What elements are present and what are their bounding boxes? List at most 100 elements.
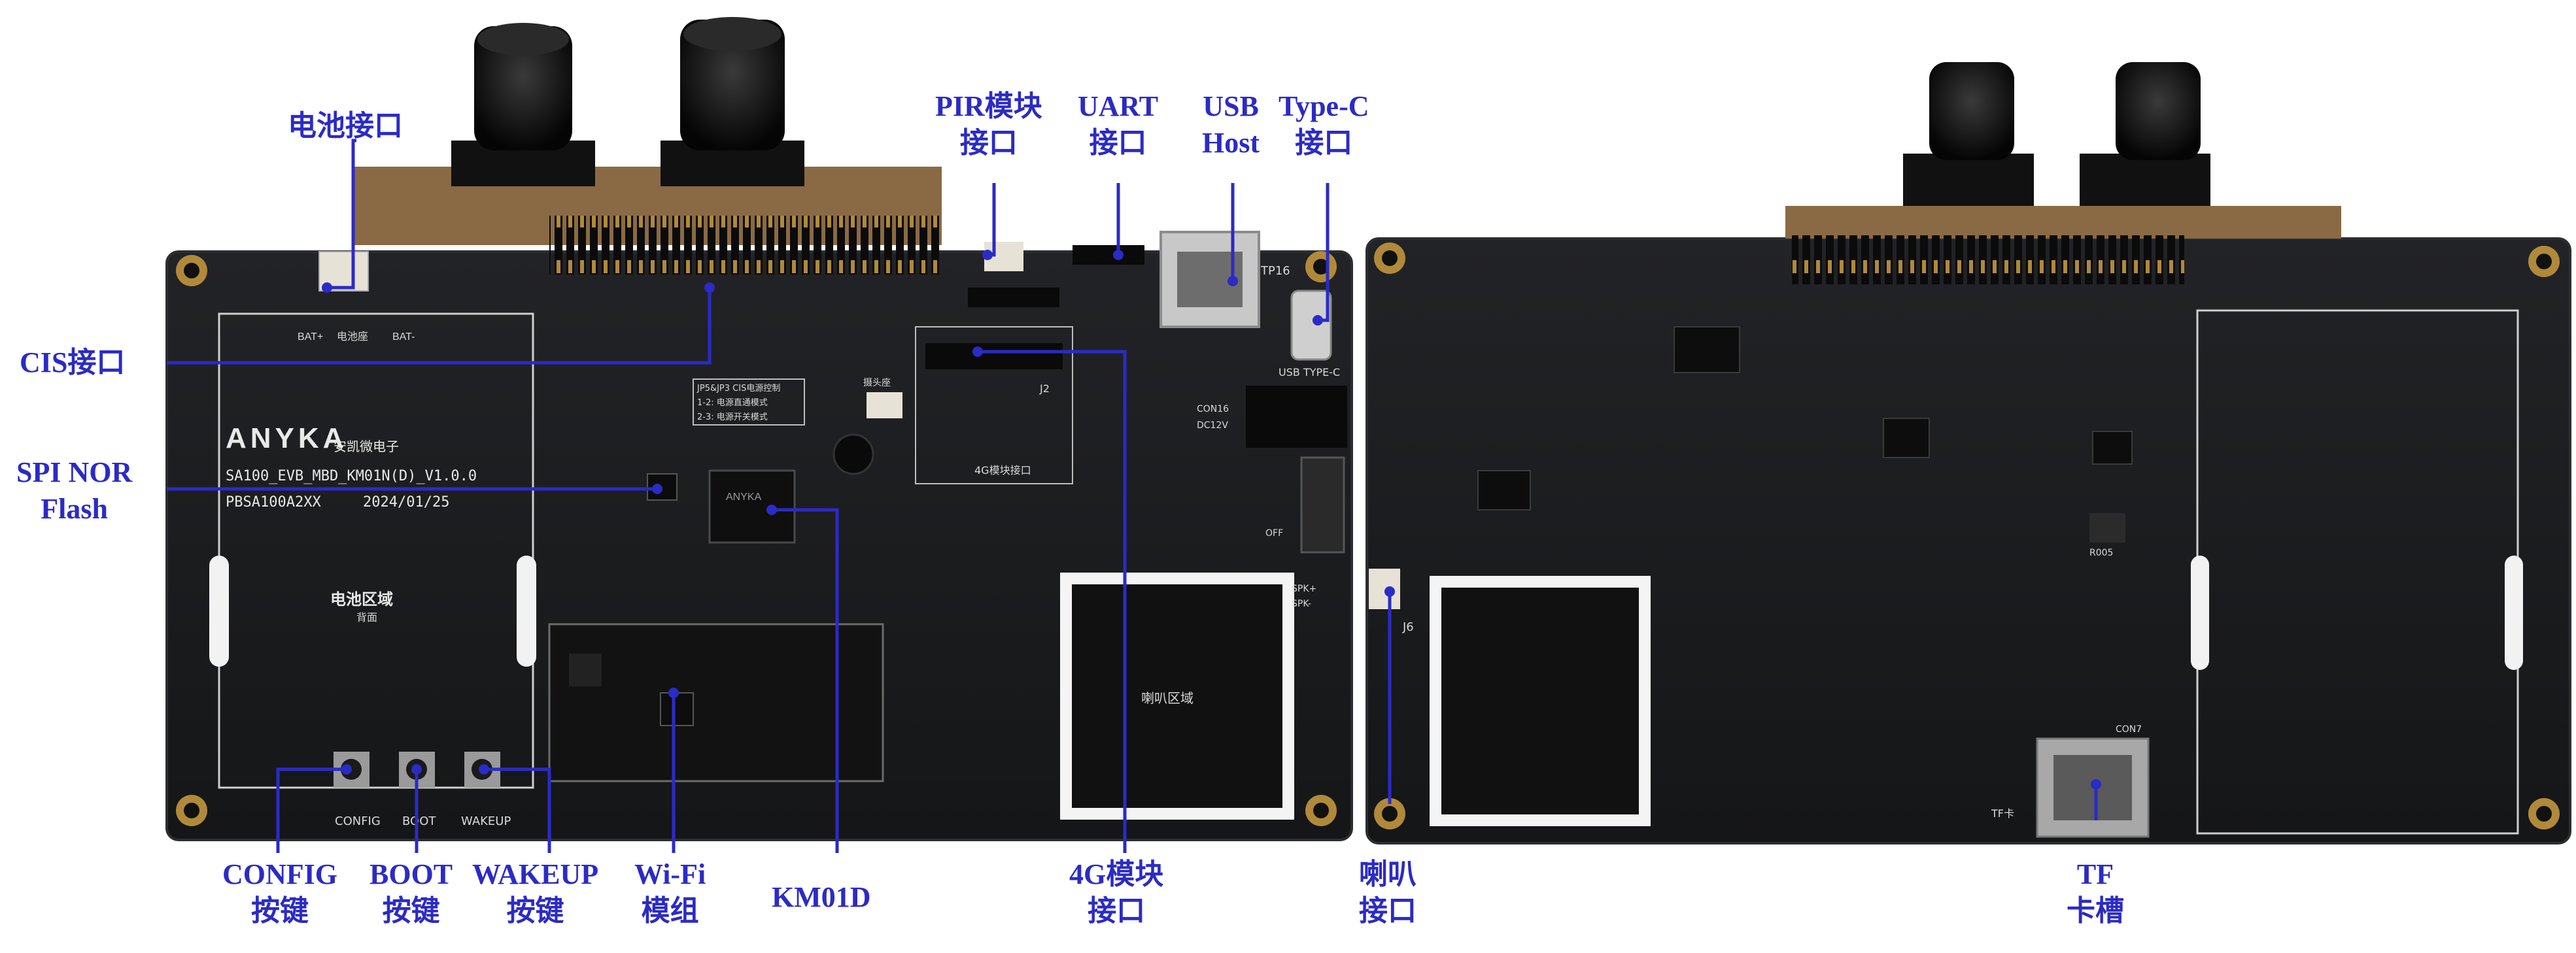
label-speaker: 喇叭 接口 bbox=[1359, 856, 1417, 929]
label-spi: SPI NOR Flash bbox=[16, 454, 132, 527]
label-typec-line2: 接口 bbox=[1295, 127, 1353, 159]
back-ic-1 bbox=[1674, 326, 1740, 373]
label-uart-line2: 接口 bbox=[1089, 127, 1147, 159]
label-typec-line1: Type-C bbox=[1279, 90, 1369, 122]
back-ic-4 bbox=[2092, 431, 2133, 465]
back-ic-2 bbox=[1477, 470, 1531, 510]
back-lens-holder-left bbox=[1903, 154, 2034, 206]
label-usb: USB Host bbox=[1202, 88, 1260, 161]
off-silk: OFF bbox=[1265, 528, 1283, 539]
r005-resistor-1 bbox=[2089, 513, 2125, 543]
label-pir-line2: 接口 bbox=[959, 127, 1018, 159]
label-tf-line2: 卡槽 bbox=[2067, 895, 2124, 927]
label-km01d-text: KM01D bbox=[772, 881, 871, 913]
label-4g: 4G模块 接口 bbox=[1069, 856, 1163, 929]
label-battery: 电池接口 bbox=[288, 108, 403, 144]
label-pir-line1: PIR模块 bbox=[935, 90, 1042, 122]
label-boot-line2: 按键 bbox=[382, 895, 440, 927]
dc-jack bbox=[1246, 386, 1347, 448]
label-cis-text: CIS接口 bbox=[20, 346, 126, 378]
power-switch bbox=[1300, 456, 1345, 554]
label-usb-line2: Host bbox=[1202, 127, 1260, 159]
back-cis-pins bbox=[1792, 235, 2184, 284]
label-uart-line1: UART bbox=[1078, 90, 1159, 122]
speaker-area-silk: 喇叭区域 bbox=[1141, 690, 1194, 706]
left-slot bbox=[209, 556, 229, 667]
km01d-chip-mark: ANYKA bbox=[726, 492, 762, 503]
buzzer bbox=[833, 433, 874, 475]
line-battery bbox=[327, 139, 356, 290]
label-config: CONFIG 按键 bbox=[222, 856, 337, 929]
label-boot: BOOT 按键 bbox=[369, 856, 453, 929]
label-spi-line2: Flash bbox=[41, 493, 108, 525]
wakeup-silk: WAKEUP bbox=[461, 814, 511, 828]
j2-box bbox=[915, 326, 1073, 484]
label-config-line2: 按键 bbox=[251, 895, 309, 927]
label-wakeup-line1: WAKEUP bbox=[472, 858, 599, 890]
bat-cn-silk: 电池座 bbox=[337, 331, 368, 343]
back-ic-3 bbox=[1883, 418, 1930, 458]
label-pir: PIR模块 接口 bbox=[935, 88, 1042, 161]
label-speaker-line2: 接口 bbox=[1359, 895, 1417, 927]
line-km01d bbox=[772, 508, 839, 853]
bat-plus-silk: BAT+ bbox=[298, 331, 323, 343]
cam-socket bbox=[867, 392, 902, 418]
con16-silk: CON16 bbox=[1197, 404, 1229, 414]
label-wifi: Wi-Fi 模组 bbox=[634, 856, 706, 929]
back-lens-holder-right bbox=[2080, 154, 2210, 206]
spk-minus-silk: SPK- bbox=[1292, 599, 1311, 609]
dc12v-silk: DC12V bbox=[1197, 420, 1228, 431]
front-board-outline bbox=[218, 312, 534, 789]
camera-module bbox=[353, 17, 942, 275]
cam-socket-silk: 摄头座 bbox=[863, 378, 891, 388]
label-km01d: KM01D bbox=[772, 879, 871, 916]
lens-right bbox=[680, 20, 785, 150]
label-4g-line2: 接口 bbox=[1088, 895, 1146, 927]
back-left-slot bbox=[2191, 556, 2209, 670]
battery-area-sub: 背面 bbox=[356, 611, 377, 624]
j2-silk: J2 bbox=[1039, 382, 1050, 395]
label-wakeup: WAKEUP 按键 bbox=[472, 856, 598, 929]
label-usb-line1: USB bbox=[1203, 90, 1259, 122]
label-spi-line1: SPI NOR bbox=[16, 456, 133, 488]
con7-silk: CON7 bbox=[2116, 724, 2142, 735]
label-boot-line1: BOOT bbox=[369, 858, 453, 890]
back-battery-cutout bbox=[1430, 576, 1651, 826]
cis-connector bbox=[549, 216, 942, 275]
right-slot bbox=[517, 556, 536, 667]
callout-lines bbox=[167, 139, 2098, 853]
spi-flash-chip bbox=[647, 473, 678, 501]
usb-typec-silk: USB TYPE-C bbox=[1279, 366, 1340, 378]
brand-logo: ANYKA bbox=[226, 422, 347, 454]
spk-plus-silk: SPK+ bbox=[1292, 584, 1316, 594]
boot-silk: BOOT bbox=[402, 814, 436, 828]
label-tf: TF 卡槽 bbox=[2067, 856, 2124, 929]
wifi-module bbox=[548, 623, 884, 782]
board-date: 2024/01/25 bbox=[363, 494, 449, 510]
jp-note-box bbox=[693, 378, 805, 426]
brand-cn: 安凯微电子 bbox=[334, 439, 399, 454]
line-4g bbox=[978, 350, 1127, 853]
4g-box-silk: 4G模块接口 bbox=[974, 464, 1031, 477]
tf-silk: TF卡 bbox=[1991, 807, 2014, 820]
pir-header bbox=[968, 288, 1059, 307]
j6-silk: J6 bbox=[1402, 620, 1414, 634]
lens-left bbox=[474, 26, 572, 150]
label-wifi-line1: Wi-Fi bbox=[634, 858, 706, 890]
line-config bbox=[276, 767, 347, 853]
back-mount-holes bbox=[1374, 242, 2560, 829]
r005-silk: R005 bbox=[2089, 548, 2113, 558]
uart-header bbox=[1073, 245, 1144, 265]
km01d-chip bbox=[708, 469, 796, 544]
board-model: SA100_EVB_MBD_KM01N(D)_V1.0.0 bbox=[226, 468, 477, 484]
label-uart: UART 接口 bbox=[1078, 88, 1158, 161]
back-sensor-pcb bbox=[1785, 206, 2341, 239]
config-silk: CONFIG bbox=[335, 814, 381, 828]
label-4g-line1: 4G模块 bbox=[1069, 858, 1164, 890]
label-cis: CIS接口 bbox=[20, 344, 125, 381]
jp-note-2: 2-3: 电源开关模式 bbox=[697, 412, 768, 422]
label-wakeup-line2: 按键 bbox=[506, 895, 564, 927]
bat-minus-silk: BAT- bbox=[392, 331, 415, 343]
